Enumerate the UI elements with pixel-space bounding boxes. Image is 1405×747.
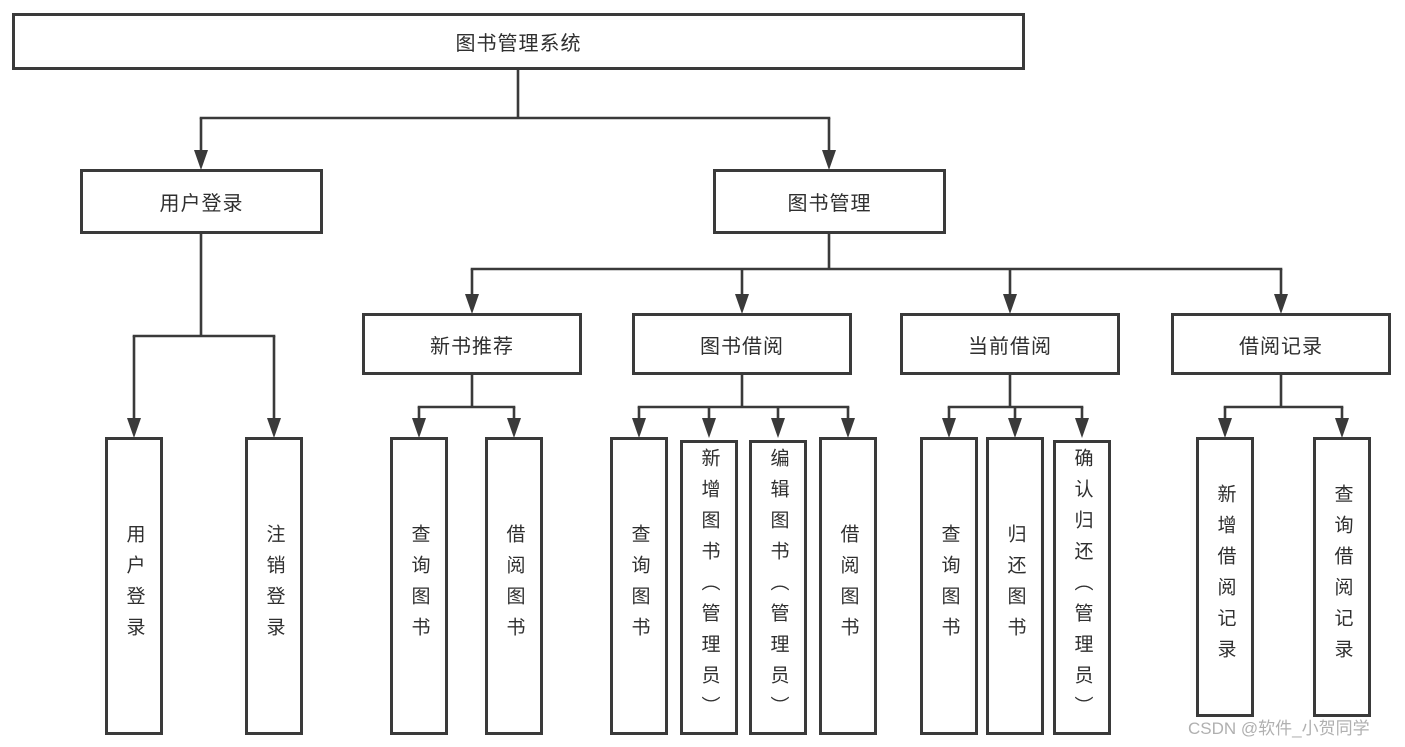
node-leaf-borrow-books-borrow: 借阅图书 — [819, 437, 877, 735]
node-leaf-add-borrow-record: 新增借阅记录 — [1196, 437, 1254, 717]
node-leaf-logout: 注销登录 — [245, 437, 303, 735]
node-book-borrow: 图书借阅 — [632, 313, 852, 375]
node-book-borrow-label: 图书借阅 — [700, 335, 784, 358]
node-user-login: 用户登录 — [80, 169, 323, 234]
node-leaf-add-books-admin: 新增图书（管理员） — [680, 440, 738, 735]
connector-root-to-level2 — [194, 70, 836, 170]
node-leaf-query-books-current-label: 查询图书 — [938, 524, 960, 648]
node-book-management: 图书管理 — [713, 169, 946, 234]
connector-user-login-children — [127, 234, 281, 438]
node-leaf-edit-books-admin-label: 编辑图书（管理员） — [767, 448, 789, 727]
node-leaf-return-books: 归还图书 — [986, 437, 1044, 735]
connector-book-borrow-children — [632, 375, 855, 438]
watermark-text: CSDN @软件_小贺同学 — [1188, 719, 1370, 738]
node-leaf-query-books-recommend-label: 查询图书 — [408, 524, 430, 648]
node-book-management-label: 图书管理 — [787, 193, 872, 215]
connector-borrow-record-children — [1218, 375, 1349, 438]
node-leaf-confirm-return-admin-label: 确认归还（管理员） — [1071, 448, 1093, 727]
node-leaf-query-books-recommend: 查询图书 — [390, 437, 448, 735]
node-leaf-return-books-label: 归还图书 — [1004, 524, 1026, 648]
node-current-borrow: 当前借阅 — [900, 313, 1120, 375]
node-borrow-record-label: 借阅记录 — [1239, 335, 1323, 358]
node-user-login-label: 用户登录 — [159, 193, 244, 215]
node-leaf-query-borrow-record: 查询借阅记录 — [1313, 437, 1371, 717]
node-leaf-query-borrow-record-label: 查询借阅记录 — [1331, 484, 1353, 670]
connector-current-borrow-children — [942, 375, 1089, 438]
node-leaf-add-borrow-record-label: 新增借阅记录 — [1214, 484, 1236, 670]
node-leaf-user-login: 用户登录 — [105, 437, 163, 735]
node-new-book-recommend-label: 新书推荐 — [430, 335, 514, 358]
node-leaf-borrow-books-recommend: 借阅图书 — [485, 437, 543, 735]
node-leaf-borrow-books-borrow-label: 借阅图书 — [837, 524, 859, 648]
node-leaf-query-books-current: 查询图书 — [920, 437, 978, 735]
node-leaf-edit-books-admin: 编辑图书（管理员） — [749, 440, 807, 735]
node-current-borrow-label: 当前借阅 — [968, 335, 1052, 358]
node-root-label: 图书管理系统 — [455, 33, 582, 55]
node-leaf-logout-label: 注销登录 — [263, 524, 285, 648]
node-new-book-recommend: 新书推荐 — [362, 313, 582, 375]
connector-book-mgmt-to-level3 — [465, 233, 1288, 314]
node-leaf-user-login-label: 用户登录 — [123, 524, 145, 648]
connector-new-books-children — [412, 375, 521, 438]
node-leaf-add-books-admin-label: 新增图书（管理员） — [698, 448, 720, 727]
node-leaf-confirm-return-admin: 确认归还（管理员） — [1053, 440, 1111, 735]
node-leaf-query-books-borrow-label: 查询图书 — [628, 524, 650, 648]
node-borrow-record: 借阅记录 — [1171, 313, 1391, 375]
node-root: 图书管理系统 — [12, 13, 1025, 70]
node-leaf-borrow-books-recommend-label: 借阅图书 — [503, 524, 525, 648]
node-leaf-query-books-borrow: 查询图书 — [610, 437, 668, 735]
